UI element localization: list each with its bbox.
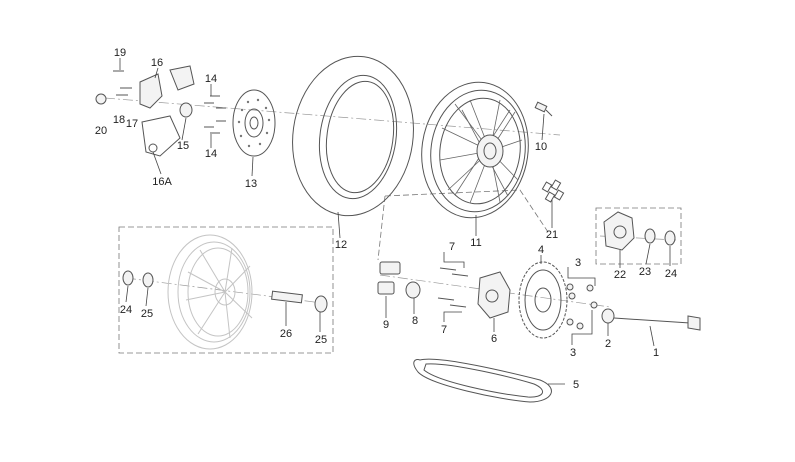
front-seal-24	[122, 270, 134, 286]
leader-lines	[119, 58, 671, 385]
callout-15: 15	[177, 140, 189, 152]
spacer-15	[179, 102, 193, 118]
callout-10: 10	[535, 141, 547, 153]
callout-14-top: 14	[205, 73, 217, 85]
front-bearing-25a	[142, 272, 154, 288]
callout-23: 23	[639, 266, 651, 278]
rear-wheel	[421, 81, 529, 219]
hub-link-dash	[384, 189, 549, 233]
callout-16: 16	[151, 57, 163, 69]
callout-25-left: 25	[141, 308, 153, 320]
callout-7-bottom: 7	[441, 324, 447, 336]
callout-25-right: 25	[315, 334, 327, 346]
callout-17: 17	[126, 118, 138, 130]
tyre	[292, 55, 414, 217]
callout-1: 1	[653, 347, 659, 359]
front-wheel-ghost	[122, 234, 328, 350]
callout-21: 21	[546, 229, 558, 241]
front-bearing-25b	[314, 295, 328, 313]
nut-20	[95, 93, 107, 105]
callout-5: 5	[573, 379, 579, 391]
axis-lines	[104, 97, 677, 308]
callout-9: 9	[383, 319, 389, 331]
callout-8: 8	[412, 315, 418, 327]
cush-drive	[377, 261, 421, 299]
callout-4: 4	[538, 244, 544, 256]
studs-7	[437, 267, 469, 308]
group-boxes	[118, 189, 682, 354]
valve	[534, 101, 553, 117]
sprocket-carrier	[477, 271, 511, 319]
callout-22: 22	[614, 269, 626, 281]
front-wheel-group-box	[118, 226, 334, 354]
bush-8	[405, 281, 421, 299]
callout-12: 12	[335, 239, 347, 251]
callout-7-top: 7	[449, 241, 455, 253]
brake-disc	[232, 89, 276, 157]
callout-3-top: 3	[575, 257, 581, 269]
chain	[413, 358, 552, 403]
callout-24-hub: 24	[665, 268, 677, 280]
rear-hub	[476, 134, 504, 168]
axle	[601, 308, 701, 331]
sprocket	[518, 261, 568, 339]
hub-group-box	[595, 207, 682, 265]
caliper-bracket	[95, 65, 195, 157]
callout-6: 6	[491, 333, 497, 345]
pads-21	[541, 179, 565, 203]
bearing-23	[644, 228, 656, 244]
front-spacer-26	[271, 290, 303, 304]
callout-18: 18	[113, 114, 125, 126]
callout-labels: 19 16 14 20 18 17 15 14 16A 13 12 11 10 …	[95, 47, 677, 391]
callout-14-bottom: 14	[205, 148, 217, 160]
callout-16A: 16A	[152, 176, 172, 188]
bracket-16A	[141, 115, 181, 157]
callout-26: 26	[280, 328, 292, 340]
disc-holes	[237, 98, 271, 148]
hub-carrier	[603, 211, 676, 251]
nuts-3	[566, 283, 598, 330]
seal-24	[664, 230, 676, 246]
disc-bolts	[204, 95, 226, 134]
caliper	[169, 65, 195, 91]
callout-2: 2	[605, 338, 611, 350]
callout-11: 11	[470, 237, 481, 249]
callout-20: 20	[95, 125, 107, 137]
callout-19: 19	[114, 47, 126, 59]
callout-24-front: 24	[120, 304, 132, 316]
callout-13: 13	[245, 178, 257, 190]
callout-3-bottom: 3	[570, 347, 576, 359]
spacer-2	[601, 308, 615, 324]
